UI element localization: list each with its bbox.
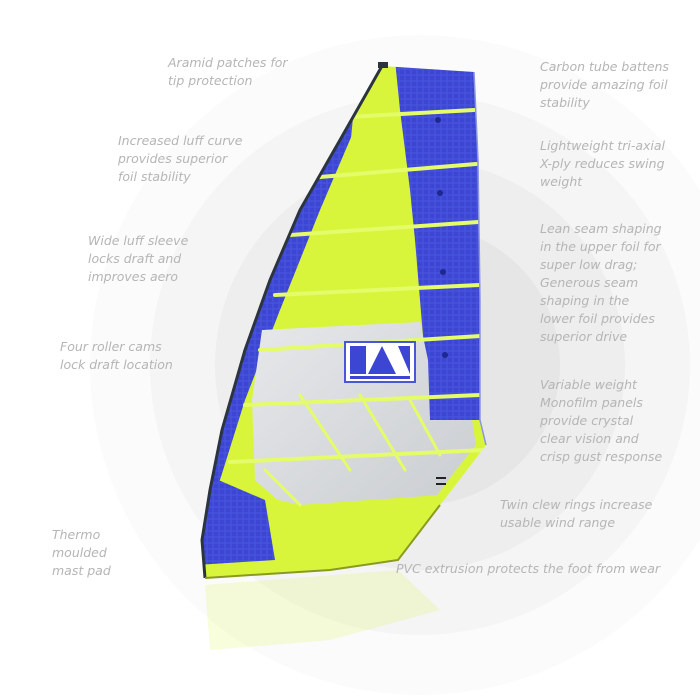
feature-luff-curve: Increased luff curve provides superior f… xyxy=(118,133,243,184)
batten-pockets xyxy=(435,117,448,358)
feature-carbon-battens: Carbon tube battens provide amazing foil… xyxy=(540,59,669,110)
feature-aramid-patches: Aramid patches for tip protection xyxy=(168,55,288,88)
feature-pvc-extrusion: PVC extrusion protects the foot from wea… xyxy=(396,561,661,576)
monofilm-window xyxy=(252,322,476,520)
feature-monofilm: Variable weight Monofilm panels provide … xyxy=(540,377,663,464)
feature-clew-rings: Twin clew rings increase usable wind ran… xyxy=(500,497,653,530)
sail-reflection xyxy=(205,570,440,650)
leech-blue-panel xyxy=(395,66,486,420)
feature-mast-pad: Thermo moulded mast pad xyxy=(52,527,111,578)
feature-roller-cams: Four roller cams lock draft location xyxy=(60,339,173,372)
top-cap xyxy=(378,62,388,68)
clew-rings xyxy=(436,477,446,485)
feature-seam-shaping: Lean seam shaping in the upper foil for … xyxy=(540,221,662,344)
feature-luff-sleeve: Wide luff sleeve locks draft and improve… xyxy=(88,233,189,284)
feature-xply: Lightweight tri-axial X-ply reduces swin… xyxy=(540,138,665,189)
mast-sleeve xyxy=(200,65,384,579)
sail-logo xyxy=(344,341,416,383)
